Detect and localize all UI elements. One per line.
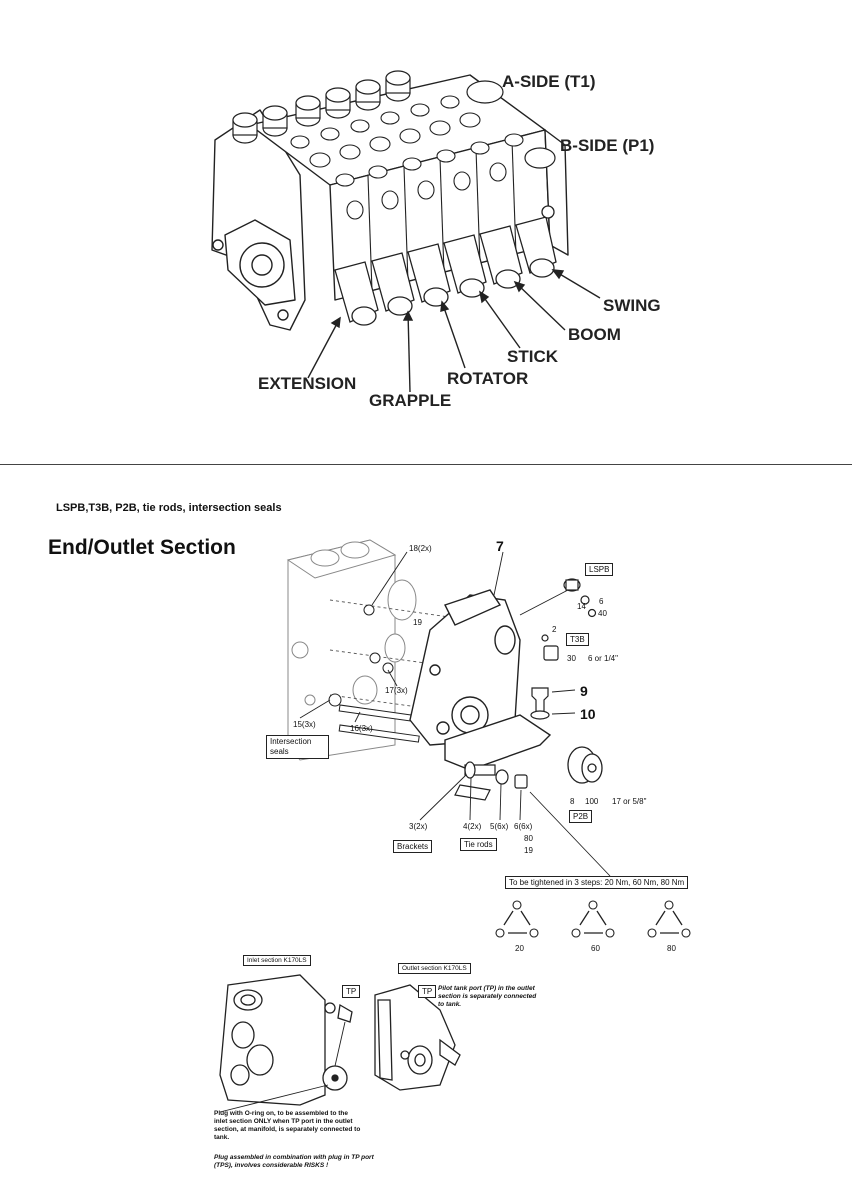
label-grapple: GRAPPLE <box>369 391 452 410</box>
callout-10: 10 <box>580 706 596 722</box>
step-2-torque: 60 <box>591 944 600 953</box>
p2b-torque: 100 <box>585 797 599 806</box>
section-title: End/Outlet Section <box>48 536 236 559</box>
tightening-instruction-box: To be tightened in 3 steps: 20 Nm, 60 Nm… <box>505 876 689 889</box>
callout-2: 2 <box>552 625 557 634</box>
step-1-torque: 20 <box>515 944 524 953</box>
subtitle: LSPB,T3B, P2B, tie rods, intersection se… <box>56 502 282 514</box>
label-swing: SWING <box>603 296 661 315</box>
label-b-side: B-SIDE (P1) <box>560 136 655 155</box>
callout-7: 7 <box>496 538 504 554</box>
label-extension: EXTENSION <box>258 374 357 393</box>
callout-16: 16(3x) <box>350 724 373 733</box>
t3b-box: T3B <box>566 633 589 646</box>
p2b-n: 8 <box>570 797 575 806</box>
inlet-section-box: Inlet section K170LS <box>243 955 311 966</box>
warning-note: Plug assembled in combination with plug … <box>214 1154 374 1169</box>
pilot-tank-note: Pilot tank port (TP) in the outlet secti… <box>438 985 537 1008</box>
callout-19: 19 <box>413 618 422 627</box>
p2b-size: 17 or 5/8" <box>612 797 647 806</box>
p2b-box: P2B <box>569 810 593 823</box>
tp-box-inlet: TP <box>342 985 361 998</box>
callout-4: 4(2x) <box>463 822 482 831</box>
nut-torque: 80 <box>524 834 533 843</box>
t3b-torque: 30 <box>567 654 576 663</box>
callout-17: 17(3x) <box>385 686 408 695</box>
tp-box-outlet: TP <box>418 985 437 998</box>
callout-9: 9 <box>580 683 588 699</box>
callout-6a: 6 <box>599 597 604 606</box>
lspb-box: LSPB <box>585 563 614 576</box>
callout-c40: 40 <box>598 609 607 618</box>
intersection-seals-box: Intersection seals <box>266 735 329 759</box>
label-stick: STICK <box>507 347 558 366</box>
valve-block-drawing <box>211 70 601 393</box>
callout-6: 6(6x) <box>514 822 533 831</box>
callout-14: 14 <box>577 602 586 611</box>
plug-note: Plug with O-ring on, to be assembled to … <box>214 1110 361 1141</box>
t3b-size: 6 or 1/4" <box>588 654 618 663</box>
callout-15: 15(3x) <box>293 720 316 729</box>
label-rotator: ROTATOR <box>447 369 529 388</box>
callout-5: 5(6x) <box>490 822 509 831</box>
brackets-box: Brackets <box>393 840 433 853</box>
tie-rods-box: Tie rods <box>460 838 497 851</box>
nut-size: 19 <box>524 846 533 855</box>
step-3-torque: 80 <box>667 944 676 953</box>
outlet-section-box: Outlet section K170LS <box>398 963 471 974</box>
label-a-side: A-SIDE (T1) <box>502 72 596 91</box>
label-boom: BOOM <box>568 325 621 344</box>
section-divider <box>0 464 852 465</box>
callout-18: 18(2x) <box>409 544 432 553</box>
callout-3: 3(2x) <box>409 822 428 831</box>
